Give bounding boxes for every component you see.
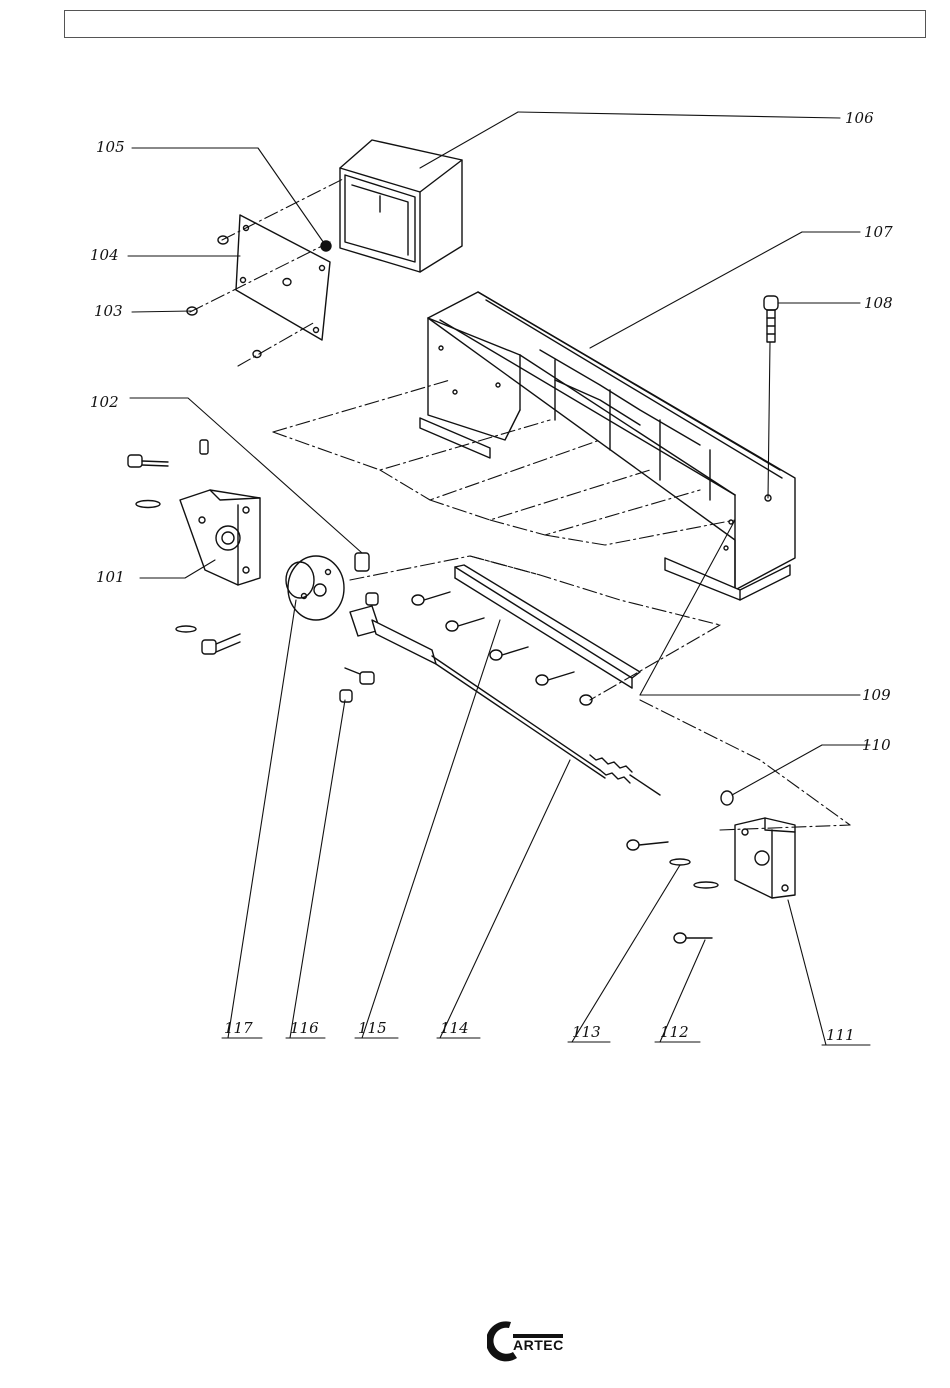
part-104-cover-plate — [236, 215, 330, 340]
callout-112: 112 — [660, 1023, 689, 1041]
callout-106: 106 — [845, 109, 874, 127]
callout-116: 116 — [290, 1019, 319, 1037]
callout-107: 107 — [864, 223, 893, 241]
part-114-leadscrew — [350, 606, 660, 795]
part-106-electric-box — [340, 140, 462, 272]
part-115-rack — [455, 565, 640, 688]
callout-102: 102 — [90, 393, 119, 411]
callout-109: 109 — [862, 686, 891, 704]
callout-111: 111 — [826, 1026, 855, 1044]
part-108-stop-bolt — [764, 296, 778, 342]
part-110-plug — [721, 791, 733, 805]
part-102-key — [355, 553, 369, 571]
callout-105: 105 — [96, 138, 125, 156]
part-111-bracket — [735, 818, 795, 898]
callout-labels: 102 101 103 104 105 106 107 108 109 110 … — [90, 109, 893, 1044]
callout-108: 108 — [864, 294, 893, 312]
callout-101: 101 — [96, 568, 125, 586]
callout-113: 113 — [572, 1023, 601, 1041]
part-101-bearing-block — [180, 490, 260, 585]
callout-115: 115 — [358, 1019, 387, 1037]
callout-104: 104 — [90, 246, 119, 264]
part-112-113-screws — [627, 840, 718, 943]
callout-110: 110 — [862, 736, 891, 754]
callout-117: 117 — [224, 1019, 253, 1037]
callout-114: 114 — [440, 1019, 469, 1037]
callout-103: 103 — [94, 302, 123, 320]
logo-text: ARTEC — [513, 1337, 564, 1353]
rack-screws — [412, 592, 592, 705]
